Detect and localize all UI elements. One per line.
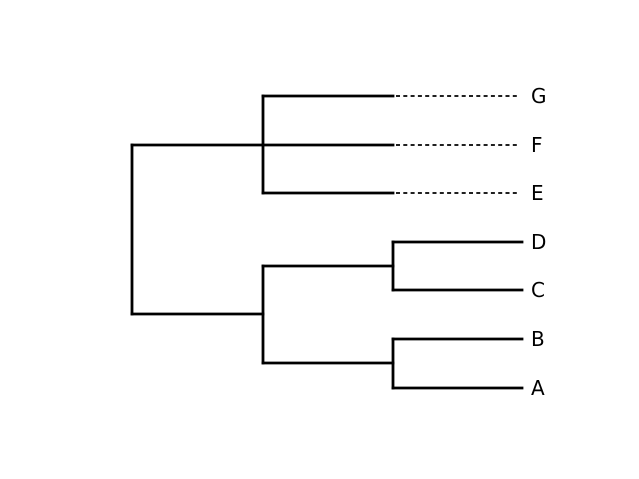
leaf-label-D: D xyxy=(531,230,546,254)
leaf-label-G: G xyxy=(531,84,547,108)
leaf-label-C: C xyxy=(531,278,545,302)
leaf-label-B: B xyxy=(531,327,545,351)
leaf-label-A: A xyxy=(531,376,545,400)
leaf-label-F: F xyxy=(531,133,543,157)
leaf-label-E: E xyxy=(531,181,544,205)
